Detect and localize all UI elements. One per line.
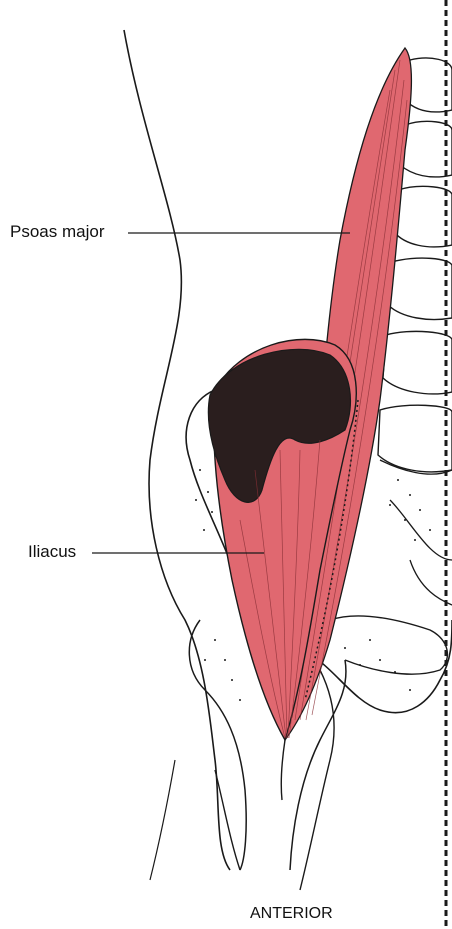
pubic-ramus (330, 616, 447, 674)
thigh-outline-far-left (150, 760, 175, 880)
psoas-major-label: Psoas major (10, 222, 104, 242)
sacrum-outline (380, 460, 452, 605)
iliacus-label: Iliacus (28, 542, 76, 562)
iliopsoas-tendon (281, 740, 285, 800)
orientation-label: ANTERIOR (250, 905, 333, 923)
